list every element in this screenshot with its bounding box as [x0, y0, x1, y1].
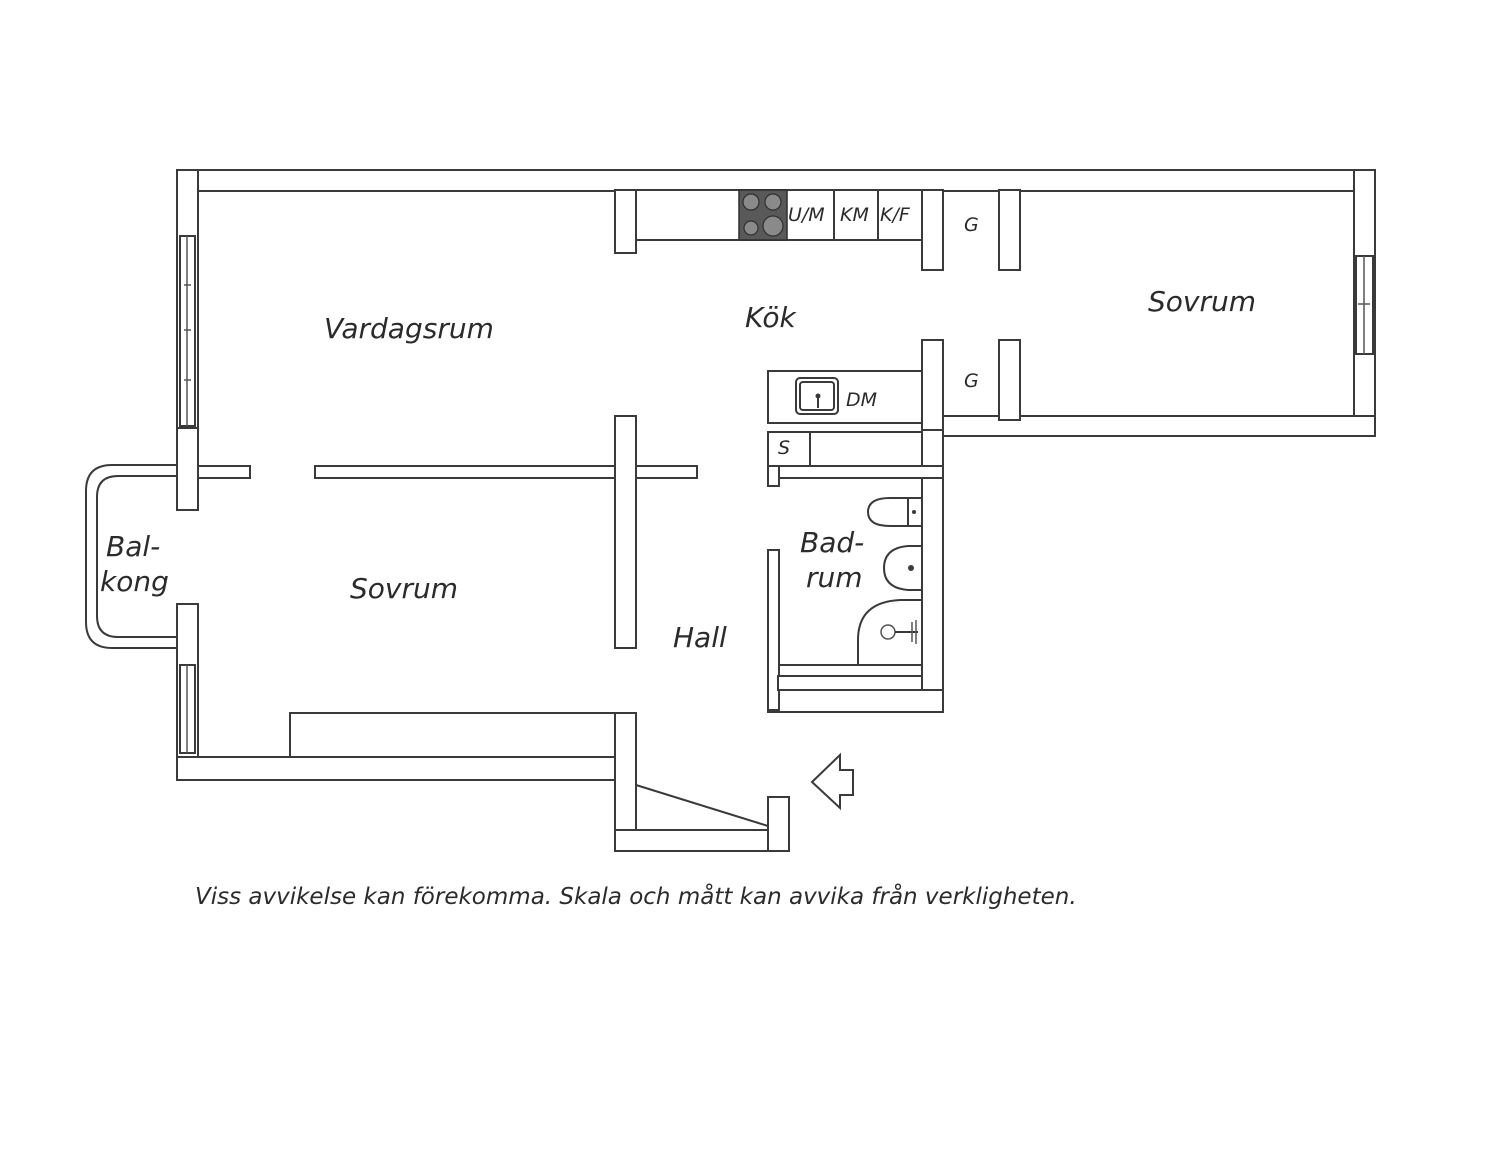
room-label-balkong-line2: kong — [100, 565, 169, 598]
door-swings — [635, 784, 769, 827]
fixture-label-g-bottom: G — [964, 370, 979, 392]
fixture-label-g-top: G — [964, 214, 979, 236]
room-label-sovrum-left: Sovrum — [350, 572, 458, 605]
entrance-arrow-icon — [810, 752, 854, 811]
disclaimer-note: Viss avvikelse kan förekomma. Skala och … — [195, 882, 1077, 910]
fixture-label-um: U/M — [788, 204, 825, 226]
room-label-badrum-line1: Bad- — [800, 526, 864, 559]
sink-icon — [795, 377, 839, 415]
toilet-icon — [866, 497, 923, 527]
room-label-badrum-line2: rum — [806, 561, 863, 594]
fixture-label-s: S — [778, 437, 790, 459]
room-label-balkong-line1: Bal- — [106, 530, 160, 563]
fixture-labels: U/M KM K/F DM S G G — [778, 204, 979, 459]
fixture-label-km: KM — [840, 204, 869, 226]
room-label-sovrum-right: Sovrum — [1148, 285, 1256, 318]
room-label-vardagsrum: Vardagsrum — [324, 312, 494, 345]
windows — [179, 235, 1374, 754]
fixture-label-kf: K/F — [880, 204, 911, 226]
room-label-hall: Hall — [673, 621, 727, 654]
balcony — [85, 464, 177, 649]
kitchen-counter — [635, 189, 944, 271]
washbasin-icon — [882, 545, 923, 591]
outer-walls — [176, 169, 1376, 781]
room-labels: Vardagsrum Kök Sovrum Sovrum Hall Bad- r… — [100, 285, 1256, 654]
room-label-kok: Kök — [745, 301, 797, 334]
fixture-label-dm: DM — [846, 389, 877, 411]
shower-icon — [857, 599, 923, 666]
